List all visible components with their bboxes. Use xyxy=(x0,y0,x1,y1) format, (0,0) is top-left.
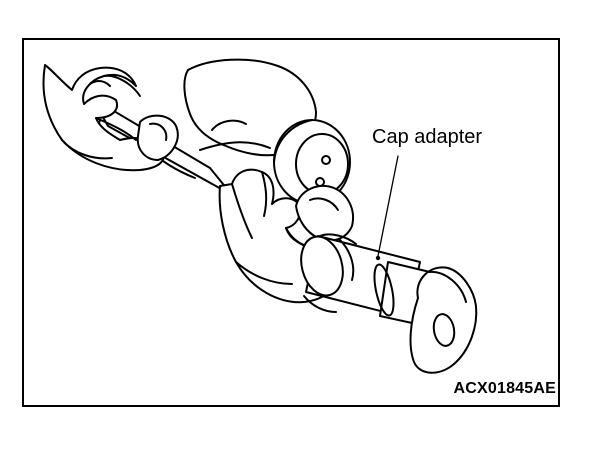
figure-id: ACX01845AE xyxy=(453,380,556,397)
lower-fingers xyxy=(295,185,354,242)
left-hand xyxy=(42,64,165,172)
cap-adapter-label: Cap adapter xyxy=(372,126,483,148)
shaft-collar xyxy=(136,114,179,161)
adapter-flange xyxy=(409,266,478,374)
cap-disk xyxy=(273,119,351,205)
callout-leader xyxy=(375,155,399,261)
